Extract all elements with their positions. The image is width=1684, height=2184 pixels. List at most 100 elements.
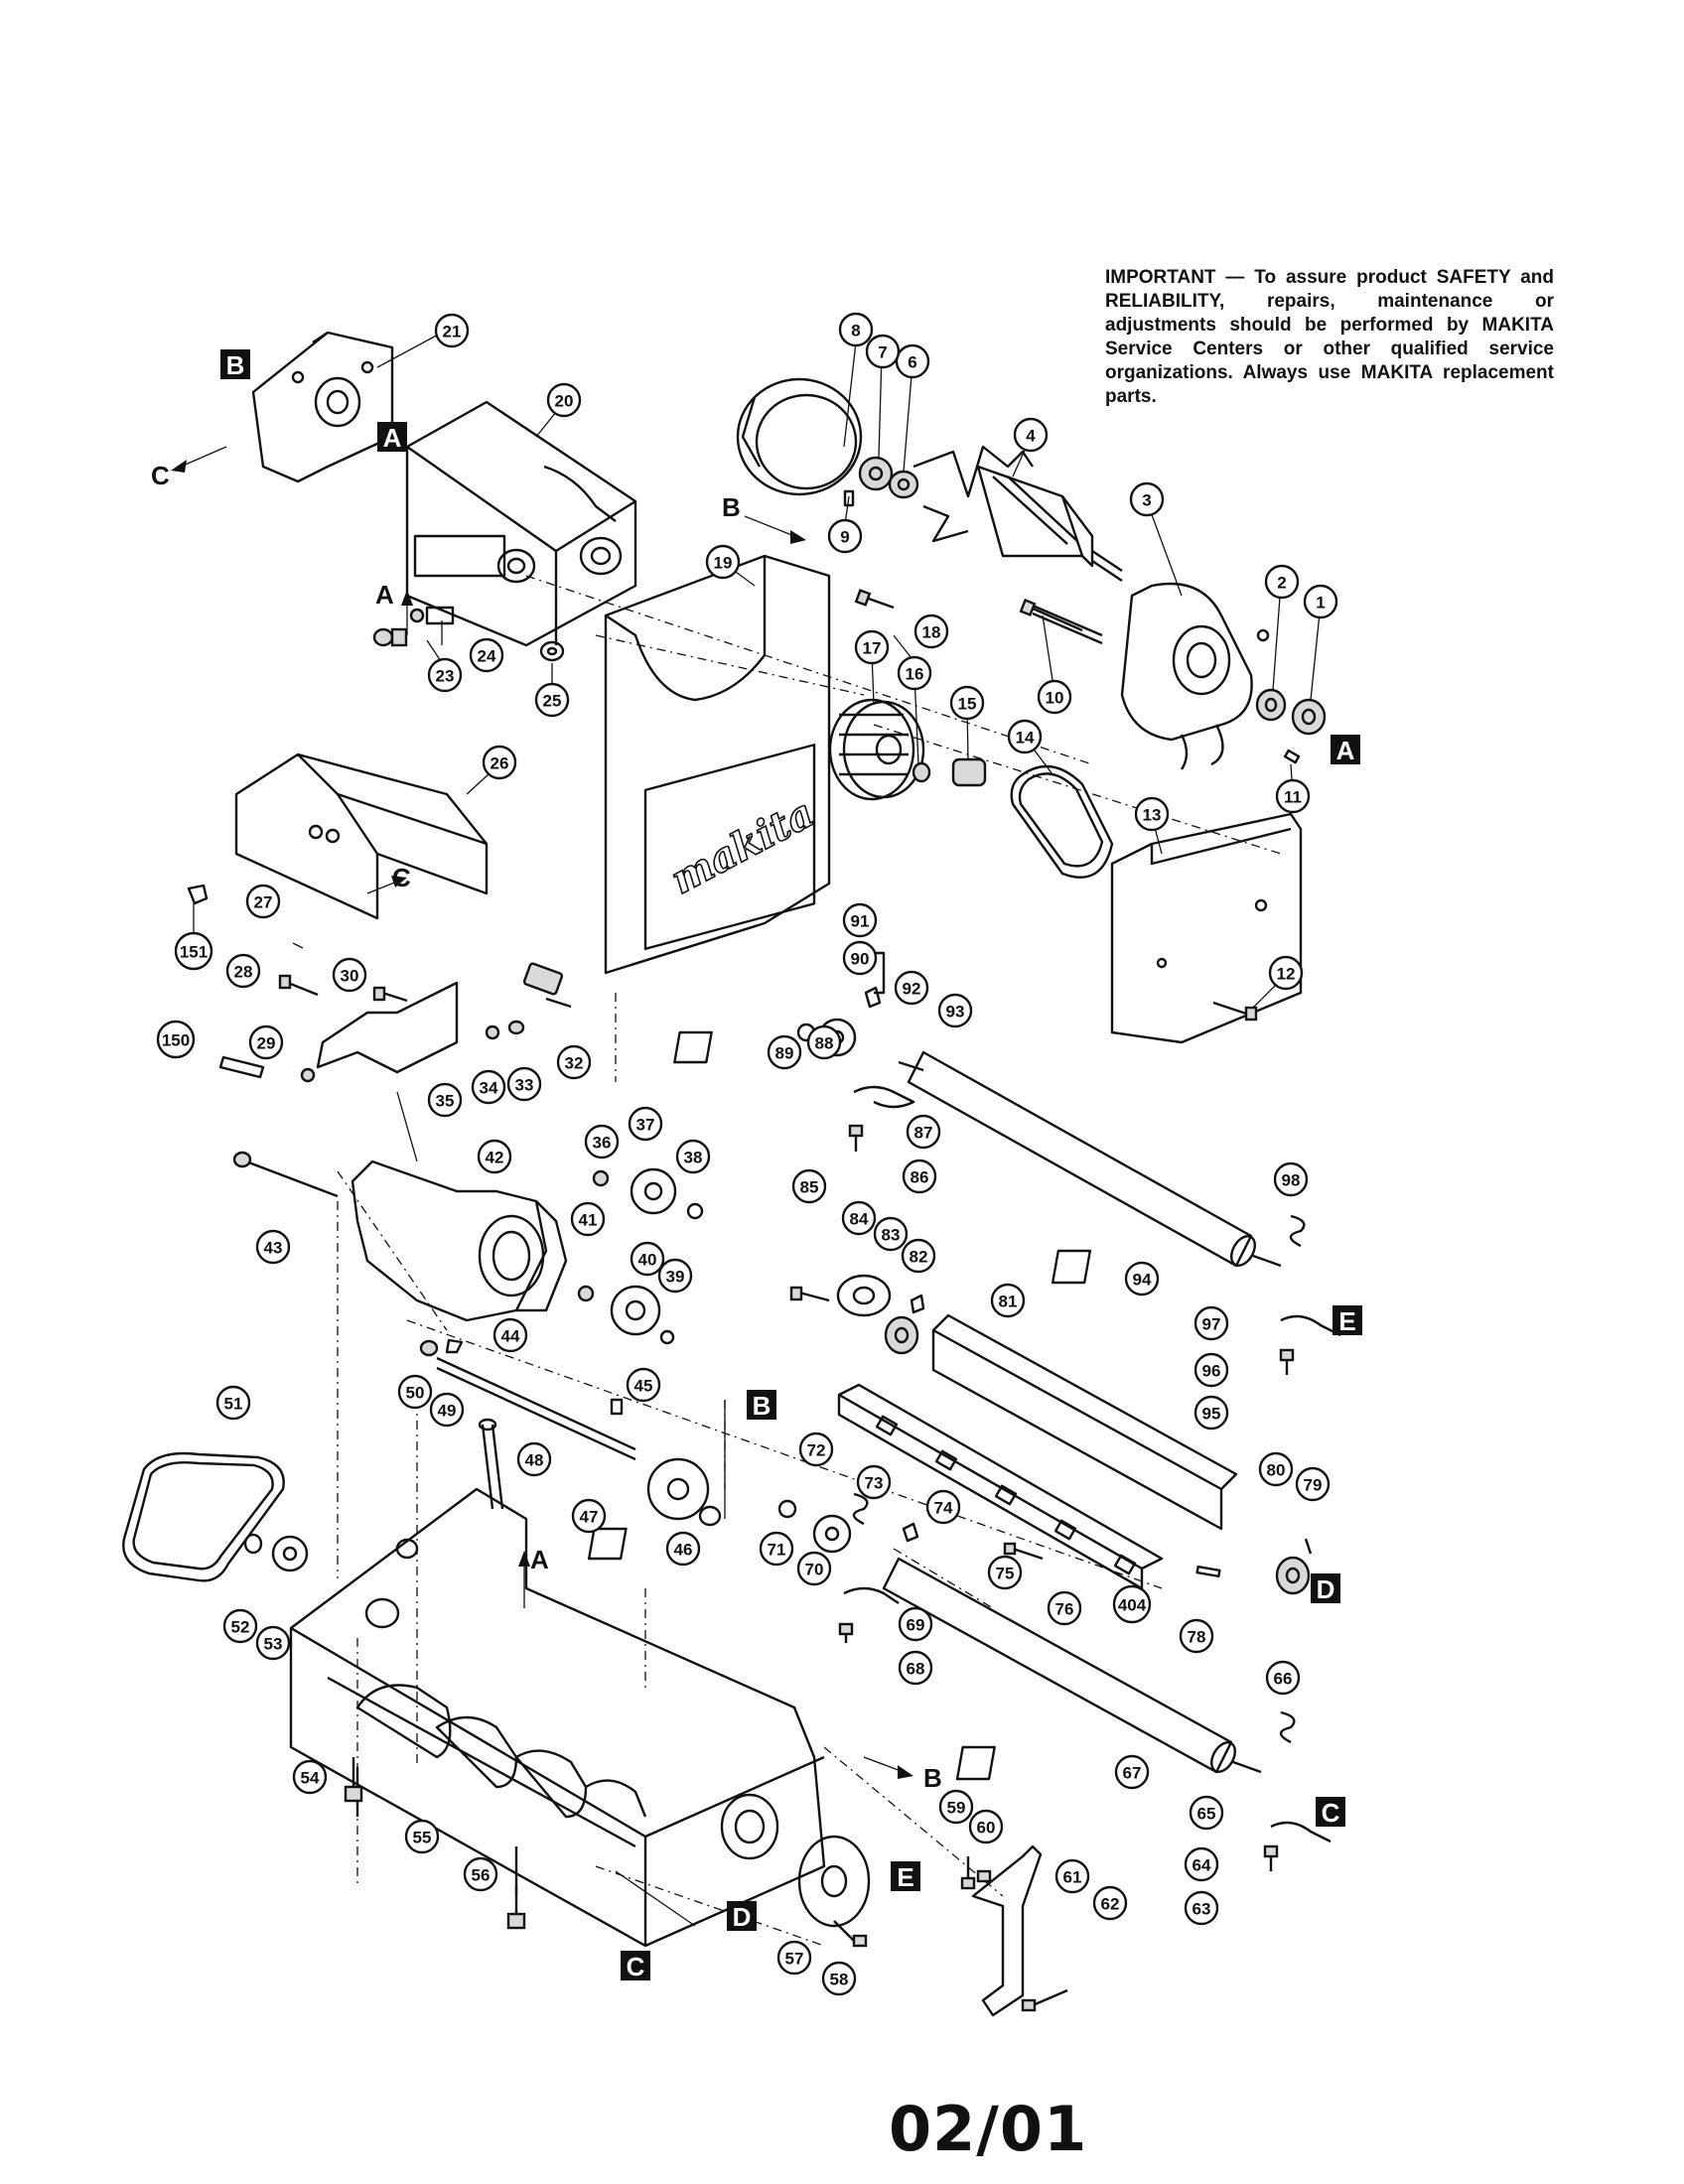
part-callout-circle [1268,955,1304,991]
part-callout-17: 17 [854,629,890,665]
part-callout-circle [895,343,930,379]
part-callout-75: 75 [987,1555,1023,1590]
part-callout-404: 404 [1112,1584,1152,1624]
part-callout-circle [546,382,582,418]
part-callout-circle [556,1044,592,1080]
part-callout-circle [225,953,261,989]
part-callout-circle [245,884,281,919]
svg-text:C: C [627,1952,645,1981]
pulley-cover [187,752,489,920]
field-coil [1032,582,1253,770]
part-callout-number: 10 [1046,689,1064,708]
part-callout-number: 97 [1202,1315,1221,1334]
part-callout-42: 42 [477,1139,512,1174]
part-callout-48: 48 [516,1441,552,1477]
part-callout-circle [1007,719,1043,754]
part-callout-circle [1134,796,1170,832]
part-callout-58: 58 [821,1961,857,1996]
part-callout-85: 85 [791,1168,827,1204]
part-callout-number: 47 [580,1508,599,1527]
part-callout-73: 73 [856,1464,892,1500]
part-callout-number: 19 [714,554,733,573]
part-callout-8: 8 [838,312,874,347]
assembly-guide-lines [337,575,1282,1947]
part-callout-65: 65 [1189,1795,1224,1831]
part-callout-circle [906,1114,941,1150]
section-marker-a-right: A [1331,735,1360,765]
part-callout-78: 78 [1179,1618,1214,1654]
part-callout-circle [827,518,863,554]
part-callout-number: 41 [579,1211,598,1230]
part-callout-number: 57 [785,1950,804,1969]
part-callout-number: 63 [1193,1900,1211,1919]
part-callout-number: 96 [1202,1362,1221,1381]
part-callout-11: 11 [1275,778,1311,814]
svg-text:B: B [226,350,245,380]
part-callout-62: 62 [1092,1885,1128,1921]
part-callout-21: 21 [434,313,470,348]
part-callout-81: 81 [990,1283,1026,1318]
part-callout-circle [856,1464,892,1500]
page-code: 02/01 [889,2093,1088,2165]
side-flange-and-lever [797,1835,1068,2017]
part-callout-7: 7 [865,334,901,369]
part-callout-28: 28 [225,953,261,989]
section-marker-b-mid: B [747,1390,776,1421]
part-callout-circle [215,1385,251,1421]
part-callout-90: 90 [842,940,878,976]
part-callout-67: 67 [1114,1754,1150,1790]
belt-cover [1110,812,1303,1044]
part-callout-number: 20 [555,392,574,411]
base-screws [344,1757,526,1930]
parts-23-24-25 [372,606,565,662]
part-callout-number: 92 [903,980,921,999]
part-callout-number: 26 [491,754,509,773]
part-callout-circle [873,1216,909,1252]
part-callout-93: 93 [937,993,973,1028]
part-callout-number: 1 [1316,594,1325,613]
part-callout-circle [1193,1305,1229,1341]
part-callout-circle [1184,1846,1219,1882]
part-callout-number: 53 [264,1635,283,1654]
part-callout-number: 6 [908,353,916,372]
part-callout-circle [584,1124,620,1160]
part-callout-number: 3 [1142,491,1151,510]
part-callout-72: 72 [798,1432,834,1467]
part-callout-number: 151 [180,943,208,962]
part-callout-number: 7 [878,343,887,362]
part-callout-15: 15 [949,685,985,721]
part-callout-number: 15 [958,695,977,714]
part-callout-circle [156,1020,196,1059]
part-callout-number: 32 [565,1054,584,1073]
part-callout-83: 83 [873,1216,909,1252]
armature [912,445,1123,582]
part-callout-6: 6 [895,343,930,379]
part-callout-20: 20 [546,382,582,418]
part-callout-circle [791,1168,827,1204]
svg-text:A: A [530,1545,549,1574]
part-callout-10: 10 [1037,679,1072,715]
part-callout-circle [798,1432,834,1467]
part-callout-84: 84 [841,1200,877,1236]
part-callout-34: 34 [471,1069,506,1105]
part-callout-53: 53 [255,1625,291,1661]
part-callout-circle [1193,1395,1229,1431]
part-callout-number: 12 [1277,965,1296,984]
motor-housing [405,400,637,647]
part-callout-circle [759,1531,794,1567]
part-callout-55: 55 [404,1819,440,1854]
part-callout-16: 16 [897,655,932,691]
part-callout-68: 68 [898,1650,933,1686]
part-callout-number: 87 [914,1124,933,1143]
part-callout-circle [913,614,949,649]
svg-text:A: A [1336,736,1355,765]
part-callout-number: 39 [666,1268,685,1287]
part-callout-number: 61 [1063,1868,1082,1887]
part-callout-4: 4 [1013,417,1049,453]
part-callout-82: 82 [901,1238,936,1274]
part-callout-circle [626,1367,661,1403]
part-callout-number: 40 [638,1251,657,1270]
part-callout-number: 58 [830,1971,849,1989]
part-callout-circle [397,1374,433,1410]
